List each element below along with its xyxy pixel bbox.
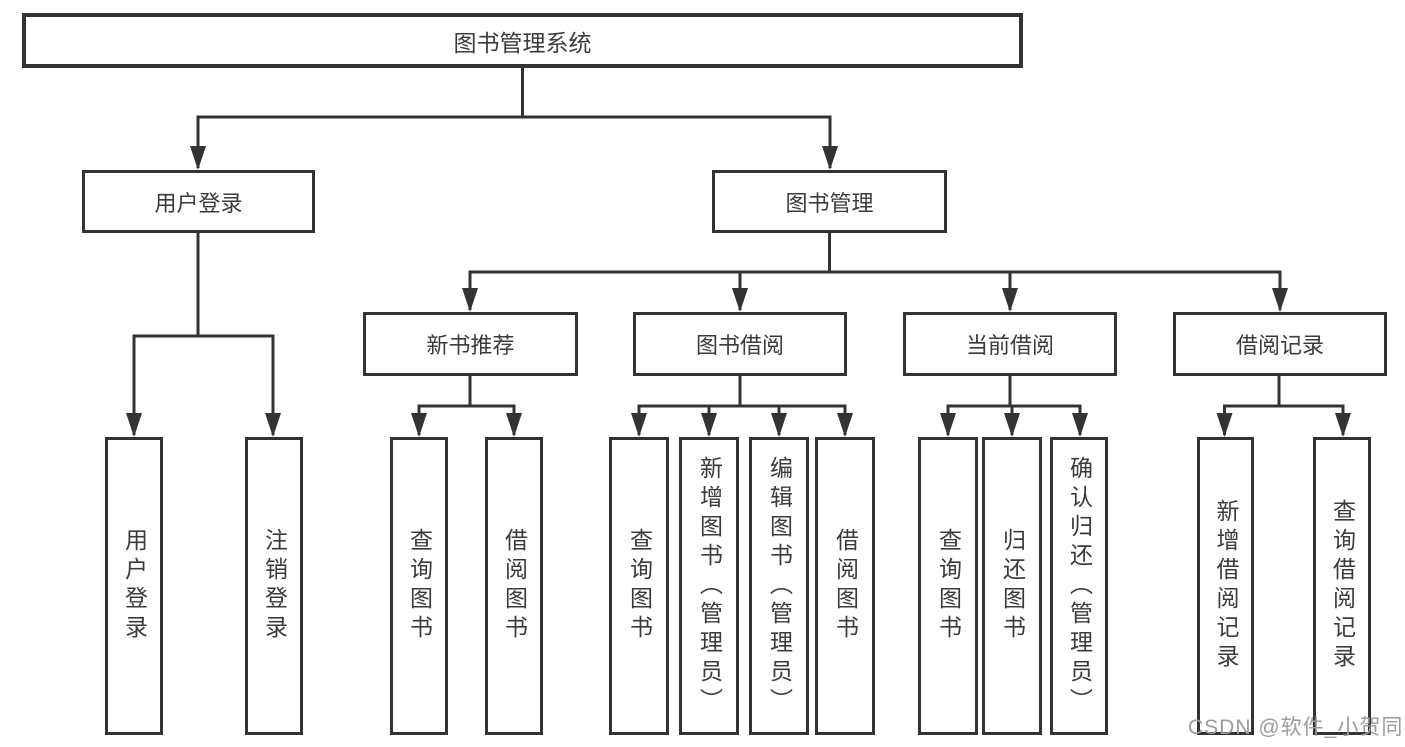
leaf-add-book-admin: 新增图书（管理员） [679,437,739,735]
leaf-return-book: 归还图书 [982,437,1042,735]
leaf-query-borrow-record: 查询借阅记录 [1313,437,1371,735]
leaf-add-borrow-record-label: 新增借阅记录 [1213,499,1239,673]
leaf-user-login-label: 用户登录 [121,528,148,644]
leaf-confirm-return-admin-label: 确认归还（管理员） [1066,455,1093,717]
leaf-query-book-borrow: 查询图书 [609,437,669,735]
node-current-borrow: 当前借阅 [903,312,1117,376]
leaf-user-login: 用户登录 [105,437,163,735]
leaf-borrow-book-recommend-label: 借阅图书 [501,528,528,644]
node-new-book-recommend: 新书推荐 [363,312,578,376]
node-library-system-label: 图书管理系统 [453,29,592,56]
node-new-book-recommend-label: 新书推荐 [426,333,515,358]
node-library-system: 图书管理系统 [22,13,1023,68]
leaf-query-book-borrow-label: 查询图书 [626,528,653,644]
leaf-add-borrow-record: 新增借阅记录 [1197,437,1254,735]
node-borrow-records-label: 借阅记录 [1235,333,1324,358]
leaf-logout: 注销登录 [245,437,303,735]
leaf-logout-label: 注销登录 [261,528,288,644]
csdn-watermark: CSDN @软件_小贺同学 [1188,716,1405,739]
node-book-borrow: 图书借阅 [633,312,847,376]
node-book-management: 图书管理 [712,170,947,233]
leaf-confirm-return-admin: 确认归还（管理员） [1050,437,1108,735]
node-book-management-label: 图书管理 [785,190,874,216]
leaf-edit-book-admin: 编辑图书（管理员） [749,437,809,735]
leaf-edit-book-admin-label: 编辑图书（管理员） [766,455,793,717]
node-current-borrow-label: 当前借阅 [965,333,1054,358]
node-user-login-label: 用户登录 [154,190,243,216]
leaf-query-book-current-label: 查询图书 [935,528,962,644]
node-borrow-records: 借阅记录 [1173,312,1387,376]
leaf-borrow-book-recommend: 借阅图书 [485,437,543,735]
leaf-borrow-book: 借阅图书 [815,437,875,735]
node-user-login: 用户登录 [82,170,315,233]
leaf-borrow-book-label: 借阅图书 [832,528,859,644]
node-book-borrow-label: 图书借阅 [695,333,784,358]
leaf-return-book-label: 归还图书 [999,528,1026,644]
leaf-query-borrow-record-label: 查询借阅记录 [1329,499,1356,673]
leaf-query-book-recommend-label: 查询图书 [406,528,433,644]
leaf-query-book-current: 查询图书 [918,437,978,735]
leaf-query-book-recommend: 查询图书 [390,437,448,735]
leaf-add-book-admin-label: 新增图书（管理员） [696,455,723,717]
